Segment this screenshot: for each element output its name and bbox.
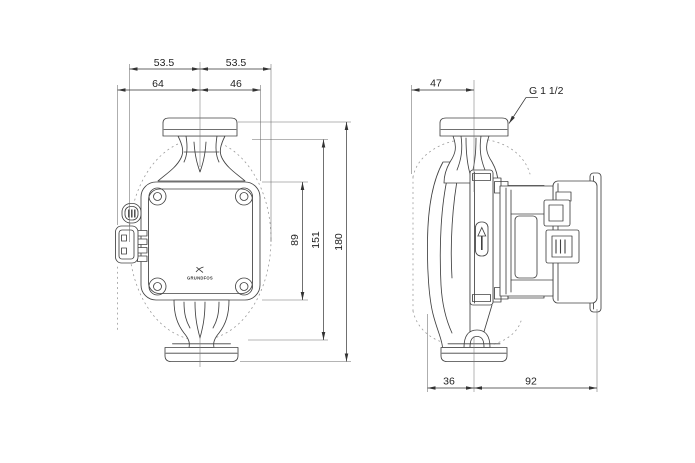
power-plug-pin (121, 247, 127, 255)
thread-size-label: G 1 1/2 (529, 85, 564, 97)
dimension-arrow (117, 88, 126, 92)
screw (153, 282, 162, 291)
dimension-arrow (192, 67, 200, 71)
volute-side (427, 161, 471, 348)
plug-tooth (137, 230, 148, 237)
dim-label-box-height: 89 (289, 234, 301, 246)
plate-tab (472, 294, 491, 302)
screw-boss (148, 277, 167, 296)
terminal-pins (555, 239, 566, 254)
plug-tooth (137, 238, 148, 245)
dim-label-foot-front: 36 (443, 375, 455, 387)
dimension-lines (411, 89, 597, 389)
pump-neck-detail-lines (183, 135, 220, 173)
side-view-dimensions: 47 G 1 1/2 36 92 (411, 77, 598, 392)
dimension-arrow (129, 67, 138, 71)
power-plug-pin (121, 234, 127, 242)
dimension-arrow (252, 88, 261, 92)
dim-label-shell-left: 53.5 (154, 57, 175, 69)
shell-dashed-arc (493, 320, 522, 345)
neck-detail-line (456, 135, 463, 171)
leader-arrow (509, 115, 515, 124)
dimension-arrows (411, 88, 597, 390)
motor-center-panel (514, 215, 538, 279)
thread-leader (508, 97, 538, 124)
terminal-blocks (543, 191, 580, 264)
neck-detail-line (215, 135, 220, 163)
dimension-arrow (466, 386, 474, 390)
screw (239, 282, 249, 291)
stator-plate-details (472, 171, 491, 304)
dim-label-center-to-plug: 64 (152, 78, 164, 90)
flow-arrow-icon (477, 226, 487, 237)
volute-detail-line (212, 301, 220, 329)
motor-detail-lines (505, 187, 554, 295)
shell-dashed-arc (412, 310, 451, 345)
dim-label-shell-depth: 47 (430, 77, 442, 89)
flow-arrow-cutout (475, 221, 489, 257)
volute-bottom-boss-inner (469, 336, 485, 348)
extension-lines (117, 64, 351, 362)
dimension-arrow (321, 139, 326, 148)
front-view-dimensions: 53.5 53.5 64 46 89 151 180 (117, 57, 351, 362)
control-box-screws (148, 187, 253, 296)
control-box-inner-edge (148, 188, 253, 294)
front-view: GRUNDFOS (115, 62, 272, 367)
power-plug-inner (118, 229, 135, 260)
dimension-arrow (321, 332, 326, 340)
dimension-arrow (200, 67, 208, 71)
extension-lines (411, 85, 598, 392)
terminal-block-lower (545, 229, 580, 264)
dimension-arrow (474, 386, 482, 390)
terminal-block-upper (543, 199, 571, 227)
grundfos-logo: GRUNDFOS (187, 266, 213, 281)
dim-label-port-to-port: 180 (333, 233, 345, 251)
volute-detail-line (183, 301, 191, 329)
dimension-arrow (411, 88, 420, 92)
dimension-arrow (192, 88, 200, 92)
dimension-arrow (466, 88, 474, 92)
dim-label-foot-back: 92 (525, 375, 537, 387)
signal-connector-inner (124, 206, 139, 221)
screw-boss (235, 187, 253, 206)
volute-lower-neck (173, 299, 230, 348)
screw-boss (235, 277, 253, 296)
volute-detail-line (439, 174, 453, 334)
dimension-arrow (344, 353, 349, 362)
dim-label-shell-right: 53.5 (226, 57, 247, 69)
dimension-arrow (300, 292, 305, 300)
neck-tongue-line (193, 141, 207, 173)
neck-detail-line (479, 135, 486, 171)
screw (239, 192, 249, 201)
screw (153, 192, 162, 201)
terminal-block-inner (548, 204, 564, 222)
screw-boss (148, 187, 167, 206)
neck-detail-line (183, 135, 188, 163)
dimension-arrow (200, 88, 208, 92)
foot-flange (164, 347, 239, 362)
electrical-connectors (115, 203, 148, 333)
dimension-arrow (344, 122, 349, 130)
dimension-arrow (427, 386, 436, 390)
plug-tooth (137, 255, 148, 262)
grundfos-logo-icon (195, 266, 204, 273)
terminal-block-inner (551, 235, 573, 258)
side-view (412, 80, 602, 392)
dimension-arrow (263, 67, 271, 71)
dim-label-shell-height: 151 (310, 231, 322, 249)
dimension-arrow (589, 386, 597, 390)
dim-label-center-to-box: 46 (230, 78, 242, 90)
plug-tooth (137, 247, 148, 254)
grundfos-logo-text: GRUNDFOS (187, 276, 213, 281)
pump-neck (157, 135, 246, 182)
signal-connector-pins (128, 209, 136, 218)
dimension-arrow (300, 182, 305, 190)
plate-tab (472, 173, 491, 181)
dimension-arrows (117, 67, 349, 362)
